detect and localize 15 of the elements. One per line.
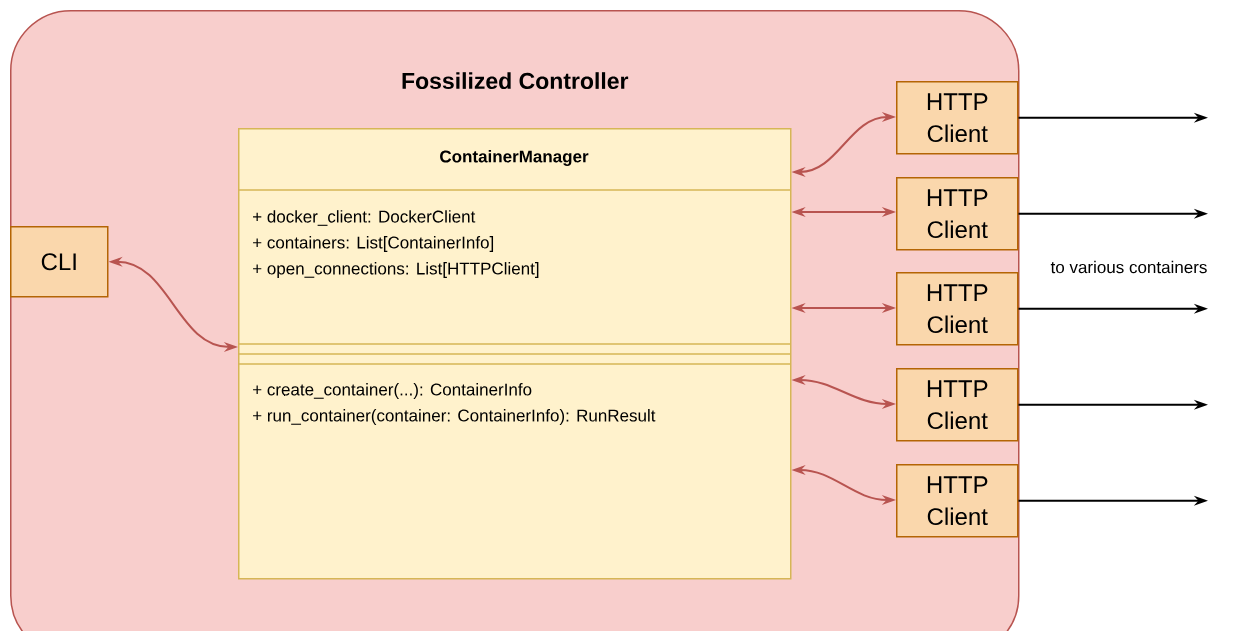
client-box: HTTP Client [896,368,1019,442]
client-box: HTTP Client [896,272,1019,346]
client-box: HTTP Client [896,81,1019,155]
attribute-text: + docker_client: DockerClient [253,210,476,226]
class-name: ContainerManager [440,150,589,166]
client-box: HTTP Client [896,464,1019,538]
attribute-text: + open_connections: List[HTTPClient] [253,262,539,278]
note-text: to various containers [1050,260,1207,274]
attribute-text: + containers: List[ContainerInfo] [253,236,494,252]
method-text: + create_container(...): ContainerInfo [253,383,532,399]
cli-box: CLI [10,226,109,298]
client-box: HTTP Client [896,177,1019,251]
method-text: + run_container(container: ContainerInfo): RunResult [253,409,656,425]
title-text: Fossilized Controller [402,72,629,90]
class-box [237,128,792,580]
